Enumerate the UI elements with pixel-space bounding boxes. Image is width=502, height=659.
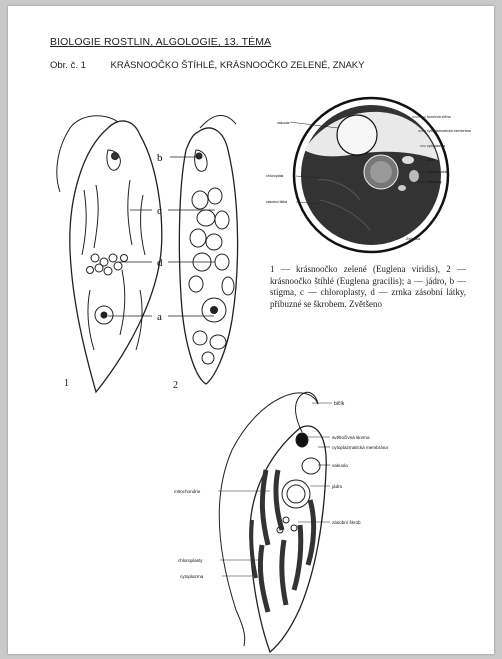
micro-label-top: vakuola: [277, 121, 289, 125]
label-cytoplazmaticka-membrana: cytoplazmatická membrána: [332, 445, 388, 450]
label-d: d: [157, 257, 163, 269]
euglena-viridis-drawing: [57, 116, 162, 392]
micro-label-right5: mitochondrie: [427, 170, 448, 174]
micro-label-right3: cytoplazma: [427, 144, 445, 148]
micro-label-right6: ribozomy: [427, 180, 442, 184]
micro-label-bottom: Zelenka: [406, 236, 421, 241]
label-b: b: [157, 152, 163, 164]
micro-label-left1: chloroplast: [266, 174, 283, 178]
label-a: a: [157, 311, 162, 323]
label-jadro: jádro: [331, 484, 343, 489]
label-c: c: [157, 205, 162, 217]
label-cytoplazma: cytoplazma: [180, 574, 204, 579]
micro-label-left2: zásobní látka: [266, 200, 287, 204]
electron-micrograph: [294, 98, 448, 252]
label-mitochondrie: mitochondrie: [174, 489, 201, 494]
micro-label-right2: cytoplazmatická membrána: [427, 129, 471, 133]
micro-label-right1: bunečná stěna: [427, 115, 451, 119]
figure-number-2: 2: [173, 380, 178, 391]
figure-caption: 1 — krásnoočko zelené (Euglena viridis),…: [270, 264, 466, 310]
micro-label-right4: jádro: [426, 158, 435, 162]
label-chloroplasty: chloroplasty: [178, 558, 203, 563]
label-svetlocivna-skvrna: světločivná skvrna: [332, 435, 370, 440]
euglena-gracilis-drawing: [179, 115, 237, 384]
label-vakuola: vakuola: [332, 463, 348, 468]
label-zasobni-skrob: zásobní škrob: [332, 520, 361, 525]
figure-number-1: 1: [64, 378, 69, 389]
label-bicik: bičík: [334, 401, 345, 407]
